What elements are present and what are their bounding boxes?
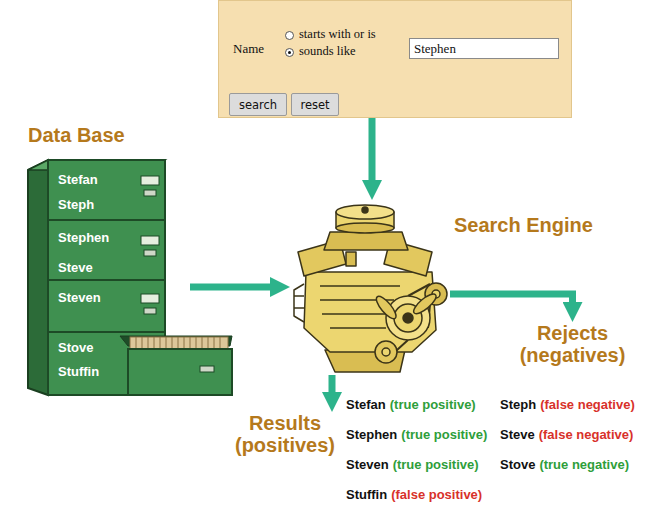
record-name: Steve xyxy=(500,427,535,442)
verdict: (false negative) xyxy=(539,427,634,442)
flow-arrow xyxy=(329,375,336,392)
database-cabinet: Data BaseStefanStephStephenSteveStevenSt… xyxy=(20,120,190,398)
record-name: Steph xyxy=(500,397,536,412)
form-label: Name xyxy=(233,41,264,57)
drawer-front xyxy=(128,349,232,395)
record-name: Stove xyxy=(500,457,535,472)
flow-arrow xyxy=(450,294,573,302)
rejects-group: Rejects (negatives) xyxy=(515,322,630,366)
drawer-handle xyxy=(144,190,156,196)
label-plate xyxy=(141,236,159,245)
intake-manifold xyxy=(324,232,408,250)
record-name: Stove xyxy=(58,340,93,355)
record-name: Steph xyxy=(58,197,94,212)
fan-blade xyxy=(373,294,399,322)
input-value: Stephen xyxy=(414,41,456,57)
radio-button xyxy=(285,31,294,40)
folders xyxy=(130,337,228,349)
radio-button xyxy=(285,48,294,57)
wing-nut xyxy=(362,207,368,213)
engine-illustration xyxy=(294,205,447,372)
record-name: Stephen xyxy=(58,230,109,245)
button-label: search xyxy=(239,98,277,112)
folder-edges xyxy=(136,337,220,349)
air-cleaner-base xyxy=(336,223,394,233)
flow-arrow xyxy=(190,284,270,291)
heading: Search Engine xyxy=(454,214,593,236)
record-name: Steven xyxy=(58,290,101,305)
label-plate xyxy=(141,294,159,303)
verdict: (true positive) xyxy=(390,397,476,412)
verdict: (false positive) xyxy=(391,487,482,502)
heading: Results (positives) xyxy=(232,412,338,456)
search-engine: Search Engine xyxy=(290,200,450,375)
radio-label: starts with or is xyxy=(299,27,376,42)
drawer-handle xyxy=(144,308,156,314)
lower-pulley xyxy=(375,341,397,363)
search-form: Stephen search reset Name starts with or is s… xyxy=(218,0,572,118)
text-input: Stephen xyxy=(409,38,559,59)
verdict: (false negative) xyxy=(540,397,635,412)
record-name: Stuffin xyxy=(58,364,99,379)
record-name: Steve xyxy=(58,260,93,275)
filing-cabinet xyxy=(28,160,232,395)
record-name: Stuffin xyxy=(346,487,387,502)
verdict: (true negative) xyxy=(539,457,629,472)
lower-pulley-hub xyxy=(382,348,390,356)
button-label: reset xyxy=(300,98,329,112)
heading: Data Base xyxy=(28,124,125,146)
record-name: Stephen xyxy=(346,427,397,442)
cabinet-side xyxy=(28,160,48,395)
flow-arrow xyxy=(369,118,376,180)
record-name: Stefan xyxy=(346,397,386,412)
reset-button: reset xyxy=(291,93,339,116)
label-plate xyxy=(141,176,159,185)
pulley-hub xyxy=(403,313,413,323)
results-group: Results (positives) xyxy=(232,412,338,456)
drawer-handle xyxy=(144,250,156,256)
radio-label: sounds like xyxy=(299,44,356,59)
heading: Rejects (negatives) xyxy=(515,322,630,366)
fan-blade xyxy=(411,291,439,317)
air-cleaner-lid xyxy=(336,205,394,219)
record-name: Stefan xyxy=(58,172,98,187)
exhaust-manifold xyxy=(294,284,304,322)
drawer-handle xyxy=(200,366,214,372)
drawer-divider xyxy=(48,331,165,333)
drawer-divider xyxy=(48,279,165,281)
record-name: Steven xyxy=(346,457,389,472)
verdict: (true positive) xyxy=(393,457,479,472)
search-button: search xyxy=(229,93,287,116)
drawer-divider xyxy=(48,219,165,221)
distributor xyxy=(346,252,356,266)
verdict: (true positive) xyxy=(401,427,487,442)
